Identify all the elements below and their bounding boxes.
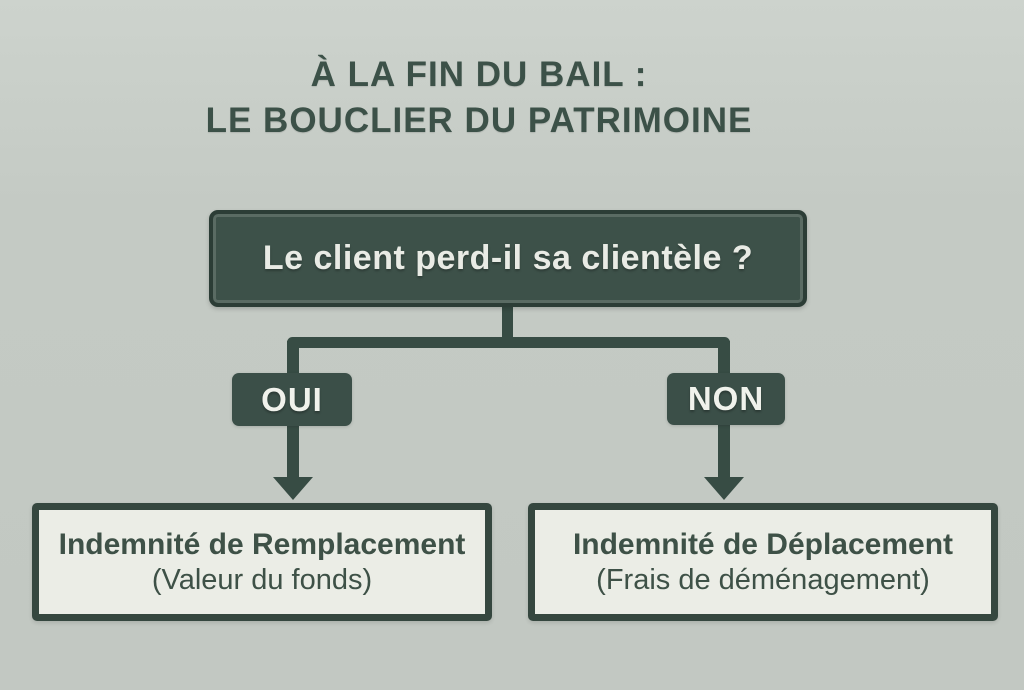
arrow-down-icon — [704, 477, 744, 500]
outcome-title-remplacement: Indemnité de Remplacement — [58, 528, 466, 561]
outcome-box-remplacement: Indemnité de Remplacement (Valeur du fon… — [32, 503, 492, 621]
outcome-subtitle-deplacement: (Frais de déménagement) — [596, 564, 930, 596]
connector-horizontal — [287, 337, 730, 348]
outcome-box-deplacement: Indemnité de Déplacement (Frais de démén… — [528, 503, 998, 621]
branch-label-non: NON — [667, 373, 785, 425]
arrow-down-icon — [273, 477, 313, 500]
branch-label-non-text: NON — [687, 380, 765, 417]
decision-box: Le client perd-il sa clientèle ? — [209, 210, 807, 307]
branch-label-oui: OUI — [232, 373, 352, 426]
outcome-subtitle-remplacement: (Valeur du fonds) — [151, 564, 373, 596]
outcome-title-deplacement: Indemnité de Déplacement — [572, 528, 954, 561]
decision-question: Le client perd-il sa clientèle ? — [262, 239, 754, 277]
connector-stem — [502, 306, 513, 344]
page-title-line-2: LE BOUCLIER DU PATRIMOINE — [205, 101, 753, 140]
page-title: À LA FIN DU BAIL : LE BOUCLIER DU PATRIM… — [0, 52, 958, 144]
page-title-line-1: À LA FIN DU BAIL : — [310, 55, 648, 94]
branch-label-oui-text: OUI — [261, 380, 323, 418]
